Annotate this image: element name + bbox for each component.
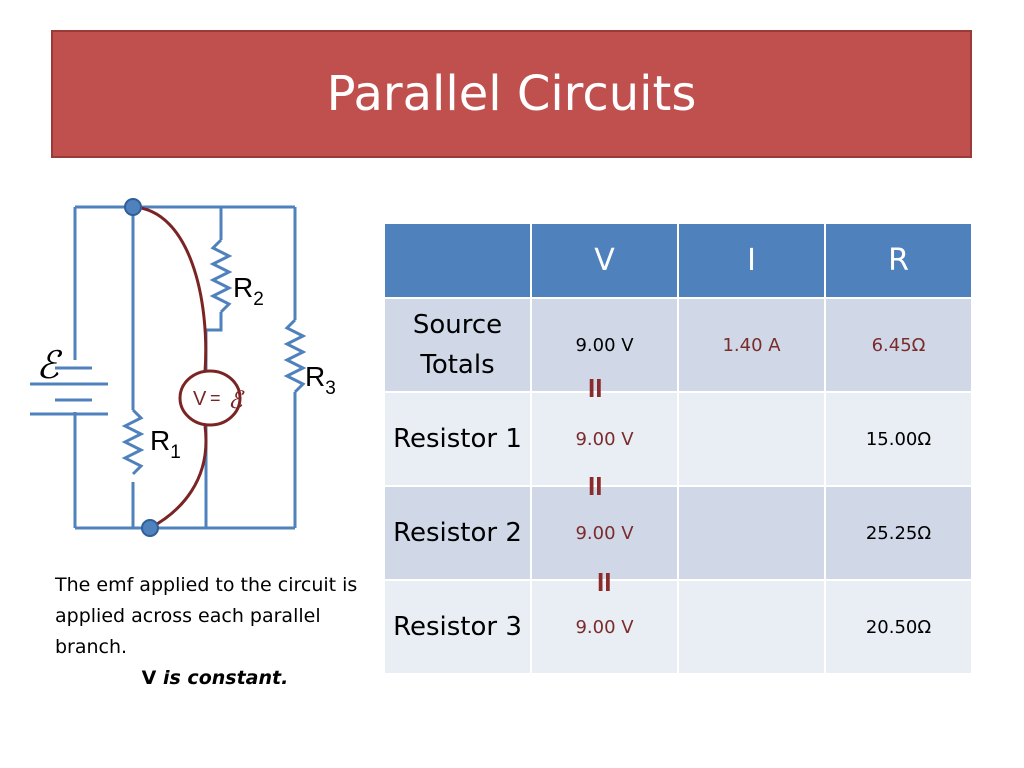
voltmeter-v-label: V — [193, 388, 207, 410]
caption-text: The emf applied to the circuit is applie… — [55, 574, 358, 658]
row-label-r1: Resistor 1 — [383, 391, 532, 487]
probe-wire — [132, 205, 208, 530]
header-r: R — [824, 222, 973, 299]
caption-v: V — [141, 667, 157, 689]
voltmeter-emf-label: ℰ — [228, 386, 245, 414]
page-title: Parallel Circuits — [326, 66, 697, 122]
source-v: 9.00 V — [530, 297, 679, 393]
caption-constant: V is constant. — [55, 663, 375, 694]
svg-text:R2: R2 — [233, 272, 264, 310]
r1-resistor — [121, 408, 145, 476]
table-row: Resistor 3 9.00 V 20.50Ω — [383, 579, 973, 675]
r2-i — [677, 485, 826, 581]
top-node — [124, 198, 142, 216]
r1-i — [677, 391, 826, 487]
r1-r: 15.00Ω — [824, 391, 973, 487]
row-label-source: Source Totals — [383, 297, 532, 393]
r1-subscript: 1 — [170, 442, 181, 463]
row-label-r3: Resistor 3 — [383, 579, 532, 675]
header-blank — [383, 222, 532, 299]
r2-r: 25.25Ω — [824, 485, 973, 581]
table-row: Resistor 1 9.00 V 15.00Ω — [383, 391, 973, 487]
r3-subscript: 3 — [325, 378, 336, 399]
svg-text:R3: R3 — [305, 361, 336, 399]
table-row: Resistor 2 9.00 V 25.25Ω — [383, 485, 973, 581]
equal-sign-3: II — [597, 567, 612, 597]
r2-v: 9.00 V — [530, 485, 679, 581]
bottom-node — [141, 519, 159, 537]
parallel-circuit-diagram: V = ℰ ℰ R1 R2 R3 — [30, 198, 336, 537]
r1-label: R — [150, 425, 170, 456]
source-i: 1.40 A — [677, 297, 826, 393]
r3-resistor — [283, 318, 307, 394]
equal-sign-1: II — [588, 373, 603, 403]
caption: The emf applied to the circuit is applie… — [55, 570, 375, 694]
r1-v: 9.00 V — [530, 391, 679, 487]
svg-text:R1: R1 — [150, 425, 181, 463]
caption-constant-text: is constant. — [163, 667, 289, 689]
header-i: I — [677, 222, 826, 299]
table-row: Source Totals 9.00 V 1.40 A 6.45Ω — [383, 297, 973, 393]
header-v: V — [530, 222, 679, 299]
title-bar: Parallel Circuits — [51, 30, 972, 158]
r2-label: R — [233, 272, 253, 303]
r2-subscript: 2 — [253, 289, 264, 310]
row-label-r2: Resistor 2 — [383, 485, 532, 581]
voltmeter-eq-label: = — [210, 388, 221, 408]
table-header-row: V I R — [383, 222, 973, 299]
emf-symbol: ℰ — [36, 343, 63, 387]
voltmeter-icon — [178, 369, 242, 427]
r3-label: R — [305, 361, 325, 392]
data-table: V I R Source Totals 9.00 V 1.40 A 6.45Ω … — [383, 222, 973, 675]
equal-sign-2: II — [588, 471, 603, 501]
r3-i — [677, 579, 826, 675]
r3-r: 20.50Ω — [824, 579, 973, 675]
source-r: 6.45Ω — [824, 297, 973, 393]
r2-resistor — [209, 238, 233, 314]
r3-v: 9.00 V — [530, 579, 679, 675]
battery-gap — [68, 362, 82, 410]
